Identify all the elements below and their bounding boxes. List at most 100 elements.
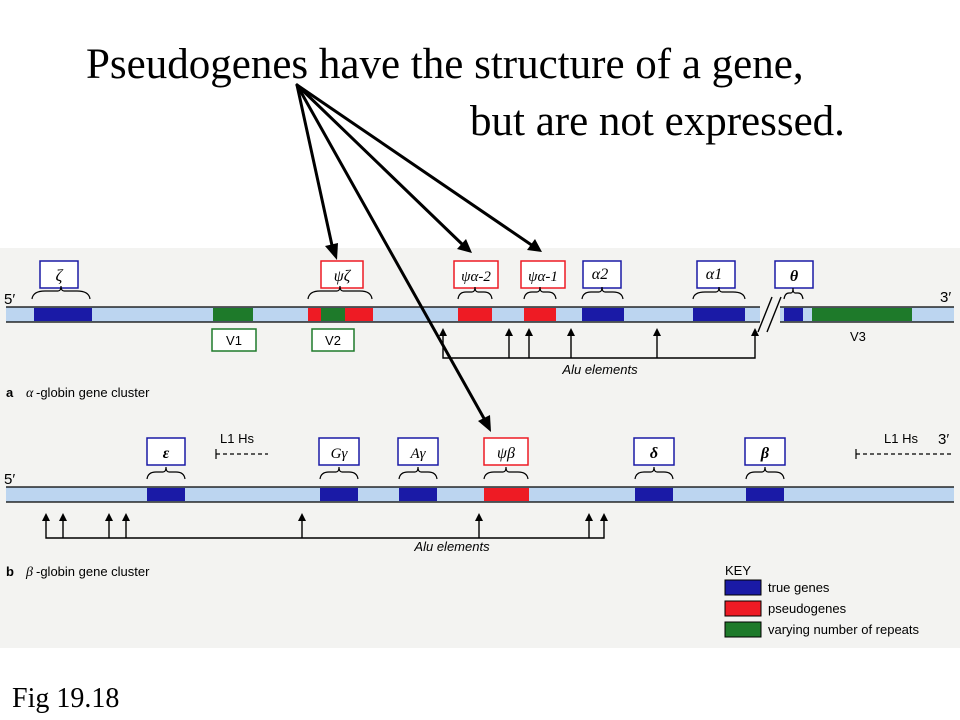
alu-arrow — [105, 513, 113, 521]
gene-psi-alpha-1-label: ψα-1 — [528, 269, 558, 285]
gene-zeta-label-box — [39, 260, 79, 289]
gene-a-gamma-brace — [398, 466, 438, 480]
gene-alpha-1-block — [693, 308, 745, 321]
alpha-alu-label: Alu elements — [561, 362, 638, 377]
gene-psi-alpha-1-label-box — [520, 260, 566, 289]
repeat-v2-block — [321, 308, 345, 321]
alu-arrow — [505, 328, 513, 336]
alpha-end-5: 5′ — [4, 291, 15, 308]
alu-arrow — [567, 328, 575, 336]
gene-g-gamma-label: Gγ — [331, 446, 349, 462]
gene-epsilon-block — [147, 488, 185, 501]
alu-arrow — [653, 328, 661, 336]
l1-hs-label-left: L1 Hs — [220, 431, 254, 446]
gene-beta-label-box — [744, 437, 786, 466]
key-title: KEY — [725, 563, 751, 578]
gene-g-gamma-brace — [319, 466, 359, 480]
gene-psi-alpha-2-label: ψα-2 — [461, 269, 491, 285]
gene-g-gamma-block — [320, 488, 358, 501]
alu-arrow — [42, 513, 50, 521]
title-line-1: Pseudogenes have the structure of a gene… — [86, 41, 804, 88]
gene-psi-beta-label-box — [483, 437, 529, 466]
title-line-2: but are not expressed. — [470, 98, 845, 145]
gene-beta-brace — [745, 466, 785, 480]
gene-a-gamma-label-box — [397, 437, 439, 466]
gene-psi-alpha-1-brace — [523, 286, 557, 300]
alpha-chromosome-left — [6, 307, 760, 322]
key-true-gene-swatch — [724, 579, 762, 596]
gene-delta-label: δ — [650, 445, 658, 462]
gene-epsilon-brace — [146, 466, 186, 480]
globin-gene-cluster-figure: 5′ 3′ ζ ψζ ψα-2 ψα-1 — [0, 248, 960, 648]
figure-caption: Fig 19.18 — [12, 683, 120, 714]
pseudogene-psi-beta-block — [484, 488, 529, 501]
beta-alu-arrowheads — [42, 513, 608, 521]
gene-delta-label-box — [633, 437, 675, 466]
alu-arrow — [751, 328, 759, 336]
gene-beta-label: β — [760, 445, 770, 462]
alu-arrow — [59, 513, 67, 521]
alu-arrow — [475, 513, 483, 521]
beta-panel-greek: β — [25, 565, 33, 580]
key-repeat-label: varying number of repeats — [768, 622, 920, 637]
gene-a-gamma-block — [399, 488, 437, 501]
l1-hs-label-right: L1 Hs — [884, 431, 918, 446]
gene-epsilon-label: ε — [163, 445, 170, 462]
gene-zeta-label: ζ — [56, 266, 64, 285]
alpha-break-mark-1 — [757, 296, 773, 333]
gene-a-gamma-label: Aγ — [409, 446, 426, 462]
gene-psi-beta-brace — [483, 466, 529, 480]
gene-zeta-block — [34, 308, 92, 321]
gene-alpha-2-brace — [581, 286, 624, 300]
beta-chromosome — [6, 487, 954, 502]
gene-delta-brace — [634, 466, 674, 480]
gene-theta-label-box — [774, 260, 814, 289]
gene-g-gamma-label-box — [318, 437, 360, 466]
beta-alu-label: Alu elements — [413, 539, 490, 554]
key-pseudogene-label: pseudogenes — [768, 601, 847, 616]
repeat-v1-label: V1 — [226, 333, 242, 348]
gene-zeta-brace — [31, 285, 91, 300]
repeat-v2-label: V2 — [325, 333, 341, 348]
gene-alpha-1-label: α1 — [706, 266, 722, 283]
repeat-v1-label-box — [211, 328, 257, 352]
gene-delta-block — [635, 488, 673, 501]
gene-beta-block — [746, 488, 784, 501]
beta-alu-bracket — [45, 518, 605, 539]
alu-arrow — [600, 513, 608, 521]
alpha-break-mark-2 — [766, 296, 782, 333]
key-true-gene-label: true genes — [768, 580, 830, 595]
gene-theta-block — [784, 308, 803, 321]
gene-alpha-2-label: α2 — [592, 266, 608, 283]
gene-alpha-1-brace — [692, 286, 746, 300]
alpha-end-3: 3′ — [940, 289, 951, 306]
gene-epsilon-label-box — [146, 437, 186, 466]
alu-arrow — [585, 513, 593, 521]
gene-psi-beta-label: ψβ — [497, 445, 515, 462]
gene-theta-label: θ — [790, 268, 799, 285]
gene-alpha-2-block — [582, 308, 624, 321]
gene-alpha-1-label-box — [696, 260, 736, 289]
repeat-v3-block — [812, 308, 912, 321]
beta-panel-letter: b — [6, 564, 14, 579]
pseudogene-psi-alpha-1-block — [524, 308, 556, 321]
legend-key: KEY true genes pseudogenes varying numbe… — [724, 563, 920, 638]
gene-psi-zeta-label: ψζ — [334, 268, 352, 285]
beta-cluster: 5′ 3′ ε Gγ Aγ ψβ δ β L1 Hs L1 Hs — [4, 431, 954, 580]
repeat-v1-block — [213, 308, 253, 321]
key-pseudogene-swatch — [724, 600, 762, 617]
repeat-v3-label: V3 — [850, 329, 866, 344]
beta-end-5: 5′ — [4, 471, 15, 488]
alu-arrow — [122, 513, 130, 521]
alpha-panel-letter: a — [6, 385, 14, 400]
alu-arrow — [298, 513, 306, 521]
arrow-to-psi-alpha-2 — [295, 83, 466, 248]
key-repeat-swatch — [724, 621, 762, 638]
pseudogene-psi-alpha-2-block — [458, 308, 492, 321]
alpha-panel-greek: α — [26, 386, 34, 401]
alpha-panel-label: -globin gene cluster — [36, 385, 150, 400]
alu-arrow — [525, 328, 533, 336]
beta-panel-label: -globin gene cluster — [36, 564, 150, 579]
gene-theta-brace — [783, 287, 804, 300]
beta-end-3: 3′ — [938, 431, 949, 448]
